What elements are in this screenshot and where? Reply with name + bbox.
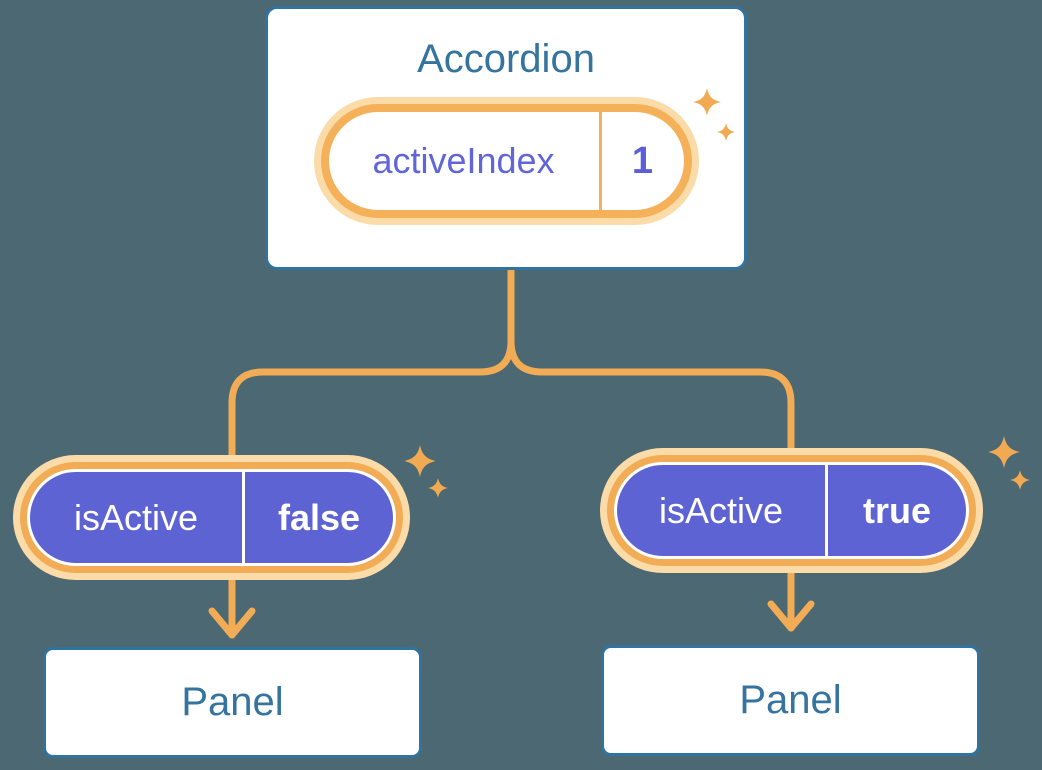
state-name-label: activeIndex (372, 140, 555, 181)
prop-pill-isactive-true: isActive true (614, 462, 969, 559)
state-value-label: 1 (631, 139, 654, 182)
panel-component-card-left: Panel (43, 647, 422, 758)
panel-component-card-right: Panel (601, 645, 980, 756)
prop-pill-isactive-false: isActive false (27, 469, 396, 566)
arrowhead-left-icon (208, 607, 256, 639)
prop-name-label: isActive (73, 496, 199, 538)
pill-divider (598, 112, 602, 210)
panel-title: Panel (739, 678, 842, 722)
accordion-component-card: Accordion activeIndex 1 (265, 6, 747, 270)
pill-divider (825, 465, 828, 556)
sparkle-icon (404, 445, 448, 498)
panel-title: Panel (181, 680, 284, 724)
connector-line-right (507, 267, 795, 632)
connector-line-left (228, 267, 515, 639)
prop-value-label: false (277, 496, 361, 538)
prop-name-label: isActive (658, 489, 784, 531)
prop-value-label: true (862, 489, 931, 531)
accordion-title: Accordion (417, 37, 595, 81)
state-pill-activeindex: activeIndex 1 (320, 104, 692, 218)
arrowhead-right-icon (767, 600, 815, 632)
sparkle-icon (988, 436, 1030, 490)
